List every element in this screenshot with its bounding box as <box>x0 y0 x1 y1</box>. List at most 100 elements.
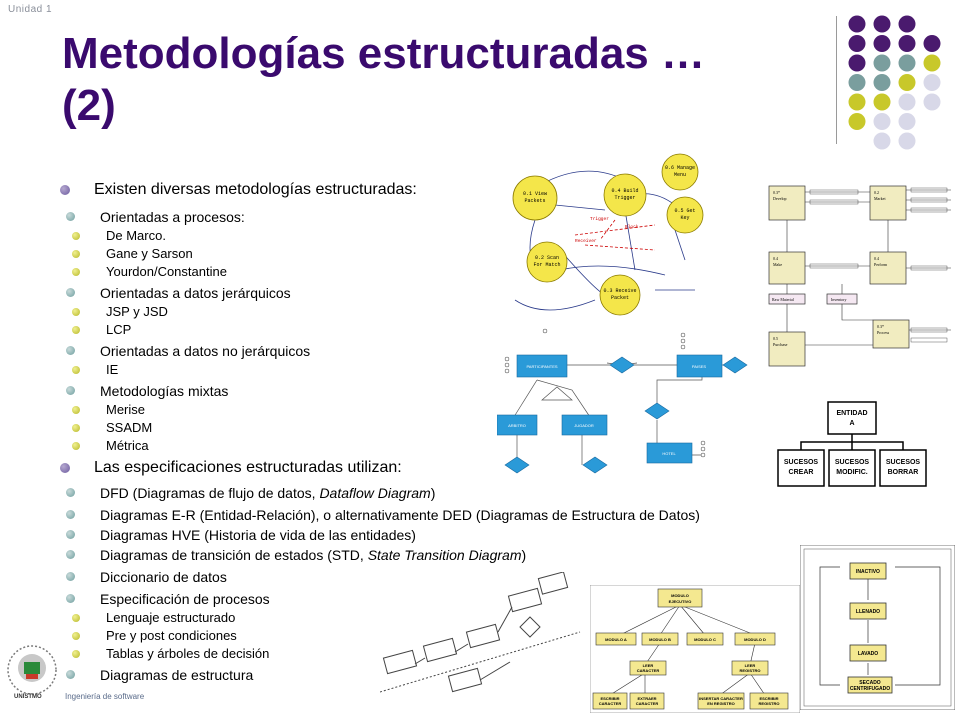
bullet-text: LCP <box>106 322 132 337</box>
svg-text:ENTIDAD: ENTIDAD <box>836 410 867 417</box>
svg-text:MODULO D: MODULO D <box>744 637 766 642</box>
bullet-marker-icon <box>72 442 80 450</box>
bullet-marker-icon <box>72 632 80 640</box>
sketch-flowchart <box>380 572 581 693</box>
svg-text:EN REGISTRO: EN REGISTRO <box>707 701 735 706</box>
bullet-marker-icon <box>72 268 80 276</box>
slide-title: Metodologías estructuradas … (2) <box>62 28 782 132</box>
svg-text:0.3*: 0.3* <box>877 324 884 329</box>
bullet-marker-icon <box>66 346 75 355</box>
bullet-item: Orientadas a datos jerárquicos <box>60 284 291 302</box>
bullet-text: Pre y post condiciones <box>106 628 237 643</box>
svg-text:SECADO: SECADO <box>859 680 881 686</box>
svg-text:Perform: Perform <box>874 262 888 267</box>
svg-text:Block: Block <box>625 224 639 230</box>
svg-text:0.4: 0.4 <box>874 256 879 261</box>
bullet-text: DFD (Diagramas de flujo de datos, <box>100 485 320 501</box>
bullet-marker-icon <box>72 232 80 240</box>
bullet-marker-icon <box>66 530 75 539</box>
svg-text:BORRAR: BORRAR <box>888 469 919 476</box>
svg-text:CENTRIFUGADO: CENTRIFUGADO <box>850 686 890 692</box>
bullet-italic-text: State Transition Diagram <box>367 547 522 563</box>
svg-text:SUCESOS: SUCESOS <box>886 459 921 466</box>
bullet-item: De Marco. <box>60 228 166 244</box>
bullet-item: Gane y Sarson <box>60 246 193 262</box>
bullet-text: JSP y JSD <box>106 304 168 319</box>
svg-text:HOTEL: HOTEL <box>662 451 676 456</box>
svg-text:Packet: Packet <box>611 295 629 301</box>
bullet-item: Diagramas HVE (Historia de vida de las e… <box>60 526 416 544</box>
bullet-text: Diagramas de transición de estados (STD, <box>100 547 368 563</box>
bullet-text: SSADM <box>106 420 153 435</box>
bullet-text: Orientadas a datos no jerárquicos <box>100 343 311 359</box>
bullet-item: Diagramas de transición de estados (STD,… <box>60 546 526 564</box>
bullet-text: Diagramas de estructura <box>100 667 254 683</box>
bullet-marker-icon <box>66 488 75 497</box>
bullet-text: Merise <box>106 402 146 417</box>
bullet-item: Merise <box>60 402 145 418</box>
svg-text:LEER: LEER <box>745 663 756 668</box>
bullet-text-suffix: ) <box>430 485 436 501</box>
unit-label: Unidad 1 <box>8 4 53 15</box>
bullet-marker-icon <box>72 424 80 432</box>
bullet-marker-icon <box>66 572 75 581</box>
svg-text:Develop: Develop <box>773 196 787 201</box>
svg-text:0.2: 0.2 <box>874 190 879 195</box>
bullet-item: Orientadas a procesos: <box>60 208 245 226</box>
svg-text:JUGADOR: JUGADOR <box>574 423 594 428</box>
svg-text:REGISTRO: REGISTRO <box>759 701 780 706</box>
svg-text:Raw Material: Raw Material <box>772 297 795 302</box>
bullet-item: SSADM <box>60 420 152 436</box>
bullet-item: Diccionario de datos <box>60 568 227 586</box>
bullet-text-suffix: ) <box>521 547 527 563</box>
svg-text:Trigger: Trigger <box>590 216 609 222</box>
svg-text:INSERTAR CARACTER: INSERTAR CARACTER <box>699 696 743 701</box>
svg-text:EXTRAER: EXTRAER <box>637 696 656 701</box>
svg-text:Trigger: Trigger <box>614 195 635 201</box>
bullet-item: LCP <box>60 322 131 338</box>
bullet-item: Tablas y árboles de decisión <box>60 646 269 662</box>
bullet-text: Gane y Sarson <box>106 246 193 261</box>
svg-text:Purchase: Purchase <box>773 342 788 347</box>
bullet-item: Lenguaje estructurado <box>60 610 235 626</box>
svg-text:PAISES: PAISES <box>692 364 706 369</box>
bullet-item: Pre y post condiciones <box>60 628 237 644</box>
svg-text:ARBITRO: ARBITRO <box>508 423 526 428</box>
svg-text:SUCESOS: SUCESOS <box>784 459 819 466</box>
bullet-text: Existen diversas metodologías estructura… <box>94 181 417 198</box>
svg-text:0.2 Scan: 0.2 Scan <box>535 255 559 261</box>
svg-text:ESCRIBIR: ESCRIBIR <box>600 696 619 701</box>
svg-text:CARACTER: CARACTER <box>636 701 659 706</box>
footer-text: Ingeniería de software <box>65 692 145 701</box>
bullet-text: Metodologías mixtas <box>100 383 229 399</box>
er-diagram: PARTICIPANTES PAISES ARBITRO JUGADOR HOTEL <box>497 325 762 485</box>
bullet-item: Metodologías mixtas <box>60 382 228 400</box>
svg-text:0.1 View: 0.1 View <box>523 191 547 197</box>
bullet-text: Orientadas a datos jerárquicos <box>100 285 291 301</box>
bullet-marker-icon <box>60 463 70 473</box>
bullet-marker-icon <box>72 650 80 658</box>
svg-text:0.6 Manage: 0.6 Manage <box>665 165 695 171</box>
decorative-dot-grid <box>848 15 941 150</box>
bullet-text: Métrica <box>106 438 149 453</box>
svg-text:Key: Key <box>680 215 689 221</box>
bullet-text: Yourdon/Constantine <box>106 264 227 279</box>
bullet-marker-icon <box>66 594 75 603</box>
svg-text:CREAR: CREAR <box>789 469 814 476</box>
bullet-marker-icon <box>72 614 80 622</box>
bullet-marker-icon <box>66 288 75 297</box>
bullet-marker-icon <box>66 550 75 559</box>
bullet-item: Diagramas E-R (Entidad-Relación), o alte… <box>60 506 700 524</box>
bullet-item: Existen diversas metodologías estructura… <box>60 180 417 200</box>
logo-text: UNISTMO <box>14 694 42 700</box>
bullet-marker-icon <box>66 670 75 679</box>
svg-text:PARTICIPANTES: PARTICIPANTES <box>526 364 557 369</box>
bullet-italic-text: Dataflow Diagram <box>319 485 431 501</box>
bullet-marker-icon <box>60 185 70 195</box>
title-line-2: (2) <box>62 81 116 130</box>
bullet-text: Diagramas HVE (Historia de vida de las e… <box>100 527 416 543</box>
